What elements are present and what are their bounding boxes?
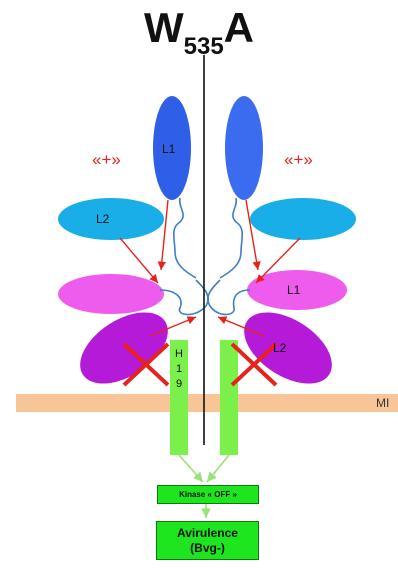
plus-left: «+» xyxy=(92,150,121,170)
arrow-l1-to-pink-left xyxy=(161,200,168,270)
avirulence-box: Avirulence (Bvg-) xyxy=(156,521,259,560)
green-arrow-left xyxy=(179,455,203,482)
linker-left-lower xyxy=(160,280,208,315)
h19-label: H 1 9 xyxy=(174,347,184,392)
linker-right-upper xyxy=(220,198,242,278)
h19-digit-1: 1 xyxy=(174,362,184,377)
right-purple-domain xyxy=(232,298,345,398)
diagram-title: W535A xyxy=(0,4,398,52)
label-right-l1: L1 xyxy=(287,283,300,297)
h19-letter-h: H xyxy=(174,347,184,362)
title-suffix: A xyxy=(224,4,254,51)
title-subscript: 535 xyxy=(184,33,224,60)
green-arrow-right xyxy=(207,455,229,482)
label-left-l2: L2 xyxy=(96,212,109,226)
linker-left-upper xyxy=(174,198,196,278)
avirulence-line2: (Bvg-) xyxy=(190,541,225,556)
h19-digit-9: 9 xyxy=(174,377,184,392)
right-l1-domain-top xyxy=(225,96,263,200)
plus-right: «+» xyxy=(284,150,313,170)
linker-right-lower xyxy=(208,280,250,315)
kinase-off-text: Kinase « OFF » xyxy=(179,490,237,499)
kinase-off-box: Kinase « OFF » xyxy=(157,485,259,504)
right-tm-helix xyxy=(220,340,238,455)
membrane-band xyxy=(16,394,398,412)
left-l2-domain xyxy=(58,198,164,240)
label-right-l2: L2 xyxy=(273,341,286,355)
left-pink-domain xyxy=(58,274,164,314)
avirulence-line1: Avirulence xyxy=(177,526,238,541)
right-l2-domain-top xyxy=(250,198,356,240)
membrane-label: MI xyxy=(376,396,389,410)
title-letter-w: W xyxy=(144,4,184,51)
label-left-l1: L1 xyxy=(162,142,175,156)
